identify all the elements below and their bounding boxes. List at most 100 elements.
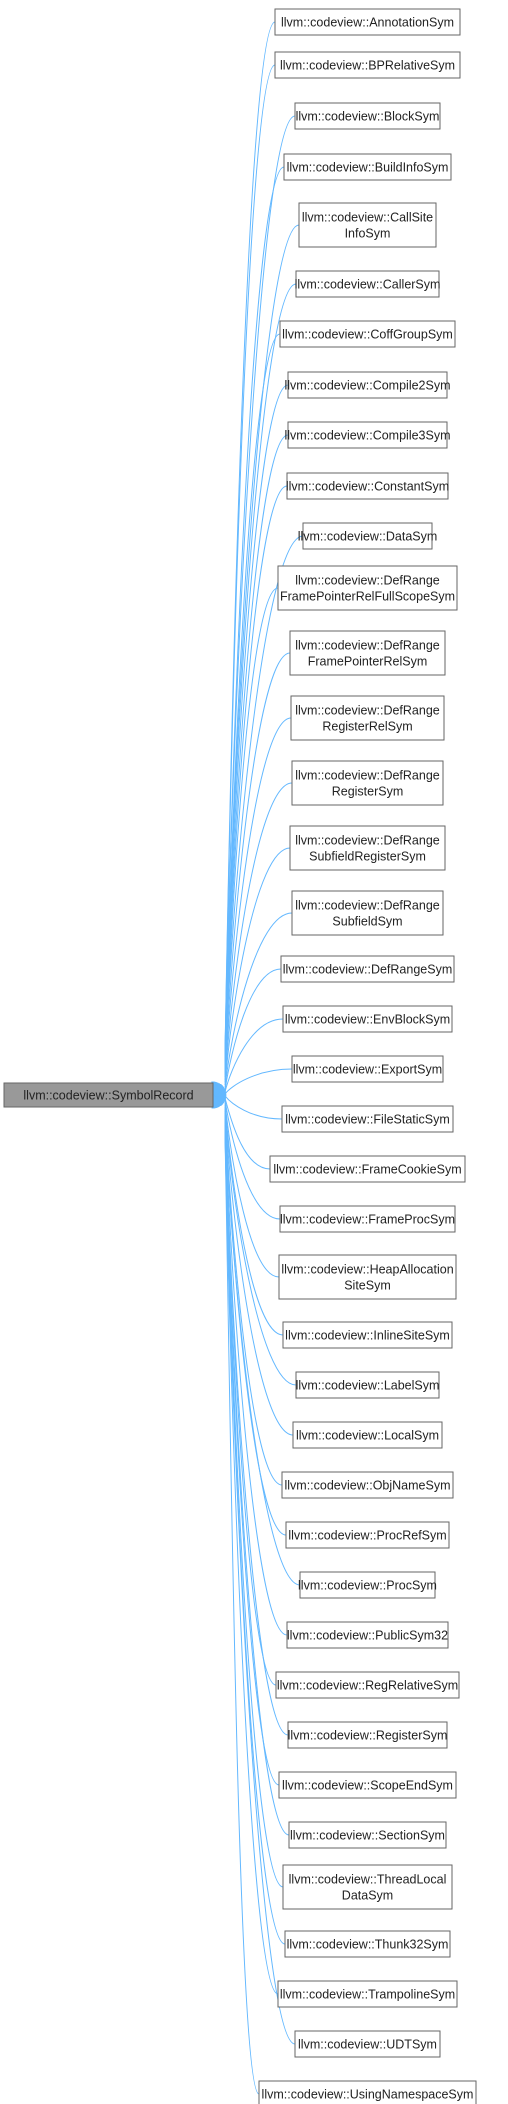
class-node-label: llvm::codeview::BPRelativeSym [280, 59, 455, 73]
inheritance-edge [224, 1106, 297, 1386]
class-node[interactable]: llvm::codeview::LocalSym [292, 1421, 443, 1449]
class-node[interactable]: llvm::codeview::LabelSym [295, 1371, 440, 1399]
class-node[interactable]: llvm::codeview::EnvBlockSym [282, 1005, 453, 1033]
class-node[interactable]: llvm::codeview::BlockSym [294, 102, 441, 130]
class-node-label: llvm::codeview::LocalSym [296, 1429, 439, 1443]
class-node-box [278, 1254, 457, 1300]
class-node-box [286, 1621, 449, 1649]
class-node[interactable]: llvm::codeview::InlineSiteSym [282, 1321, 453, 1349]
class-node[interactable]: llvm::codeview::DefRangeSym [280, 955, 455, 983]
class-node-label: FramePointerRelFullScopeSym [280, 590, 455, 604]
class-node-label: llvm::codeview::FrameProcSym [280, 1213, 455, 1227]
class-node-label: llvm::codeview::ProcRefSym [288, 1529, 446, 1543]
class-node-label: llvm::codeview::Thunk32Sym [287, 1938, 449, 1952]
class-node[interactable]: llvm::codeview::FrameCookieSym [269, 1155, 466, 1183]
class-node[interactable]: llvm::codeview::DataSym [298, 522, 438, 550]
class-node-box [288, 1821, 447, 1849]
class-node-box [279, 320, 456, 348]
inheritance-edge [224, 1068, 293, 1095]
class-node[interactable]: llvm::codeview::ConstantSym [286, 472, 449, 500]
class-node[interactable]: llvm::codeview::Compile2Sym [284, 371, 451, 399]
class-node-label: llvm::codeview::ScopeEndSym [282, 1779, 453, 1793]
class-node[interactable]: llvm::codeview::TrampolineSym [277, 1980, 458, 2008]
class-node[interactable]: llvm::codeview::DefRangeFramePointerRelS… [289, 630, 446, 676]
class-node-box [280, 955, 455, 983]
class-node-label: llvm::codeview::HeapAllocation [281, 1263, 453, 1277]
class-node-box [269, 1155, 466, 1183]
class-node-label: llvm::codeview::ObjNameSym [284, 1479, 450, 1493]
class-node-box [302, 522, 433, 550]
class-node[interactable]: llvm::codeview::DefRangeSubfieldRegister… [289, 825, 446, 871]
inheritance-edge [224, 485, 288, 1071]
class-node[interactable]: llvm::codeview::BuildInfoSym [283, 153, 452, 181]
class-node-label: DataSym [342, 1889, 393, 1903]
inheritance-edge [224, 1122, 280, 1786]
inheritance-edge [224, 1018, 284, 1093]
class-node-box [279, 1205, 456, 1233]
class-node[interactable]: llvm::codeview::ObjNameSym [281, 1471, 454, 1499]
class-node-box [287, 371, 448, 399]
inheritance-edge [224, 1124, 290, 1836]
class-node-label: llvm::codeview::UsingNamespaceSym [262, 2088, 474, 2102]
class-node[interactable]: llvm::codeview::AnnotationSym [274, 8, 461, 36]
class-node-box [291, 760, 444, 806]
root-node-label: llvm::codeview::SymbolRecord [23, 1089, 193, 1103]
class-node-label: InfoSym [345, 227, 391, 241]
inheritance-edge [224, 166, 285, 1058]
class-node[interactable]: llvm::codeview::Compile3Sym [284, 421, 451, 449]
inheritance-edge [224, 652, 291, 1078]
class-node[interactable]: llvm::codeview::RegisterSym [287, 1721, 448, 1749]
inheritance-edge [224, 64, 276, 1054]
class-node-label: llvm::codeview::BuildInfoSym [287, 161, 449, 175]
class-node-label: llvm::codeview::UDTSym [298, 2038, 437, 2052]
class-node-label: llvm::codeview::CoffGroupSym [282, 328, 453, 342]
inheritance-edge [224, 1120, 289, 1736]
class-node-label: llvm::codeview::ThreadLocal [289, 1873, 447, 1887]
class-node[interactable]: llvm::codeview::ScopeEndSym [278, 1771, 457, 1799]
class-node-label: llvm::codeview::CallerSym [295, 278, 441, 292]
inheritance-edge [224, 968, 282, 1091]
class-node-label: llvm::codeview::RegisterSym [288, 1729, 448, 1743]
class-node-box [294, 2030, 441, 2058]
class-node-box [277, 1980, 458, 2008]
class-node[interactable]: llvm::codeview::DefRangeFramePointerRelF… [277, 565, 458, 611]
class-node-label: llvm::codeview::DefRange [295, 834, 440, 848]
inheritance-edge [224, 224, 300, 1061]
class-node[interactable]: llvm::codeview::ExportSym [291, 1055, 444, 1083]
class-node-label: llvm::codeview::BlockSym [296, 110, 440, 124]
class-node-label: llvm::codeview::CallSite [302, 211, 433, 225]
class-node-label: llvm::codeview::LabelSym [296, 1379, 440, 1393]
inheritance-edge [224, 1095, 283, 1120]
class-node[interactable]: llvm::codeview::FrameProcSym [279, 1205, 456, 1233]
root-node[interactable]: llvm::codeview::SymbolRecord [3, 1082, 214, 1108]
class-node-box [282, 1005, 453, 1033]
class-node[interactable]: llvm::codeview::CoffGroupSym [279, 320, 456, 348]
class-node-box [284, 1930, 451, 1958]
class-node[interactable]: llvm::codeview::ProcSym [298, 1571, 437, 1599]
class-node[interactable]: llvm::codeview::BPRelativeSym [274, 51, 461, 79]
class-node-label: llvm::codeview::DataSym [298, 530, 438, 544]
class-node-box [291, 1055, 444, 1083]
inheritance-edge [224, 782, 293, 1083]
class-node[interactable]: llvm::codeview::RegRelativeSym [275, 1671, 460, 1699]
class-node[interactable]: llvm::codeview::PublicSym32 [286, 1621, 449, 1649]
class-node-label: llvm::codeview::ExportSym [293, 1063, 442, 1077]
class-node[interactable]: llvm::codeview::UsingNamespaceSym [258, 2080, 477, 2104]
class-node[interactable]: llvm::codeview::FileStaticSym [281, 1105, 454, 1133]
class-node[interactable]: llvm::codeview::Thunk32Sym [284, 1930, 451, 1958]
class-node-box [292, 1421, 443, 1449]
inheritance-edge [224, 587, 279, 1075]
class-node[interactable]: llvm::codeview::UDTSym [294, 2030, 441, 2058]
class-node[interactable]: llvm::codeview::SectionSym [288, 1821, 447, 1849]
class-node-box [274, 51, 461, 79]
class-node-box [275, 1671, 460, 1699]
class-node[interactable]: llvm::codeview::CallerSym [295, 270, 441, 298]
class-node[interactable]: llvm::codeview::ProcRefSym [285, 1521, 450, 1549]
